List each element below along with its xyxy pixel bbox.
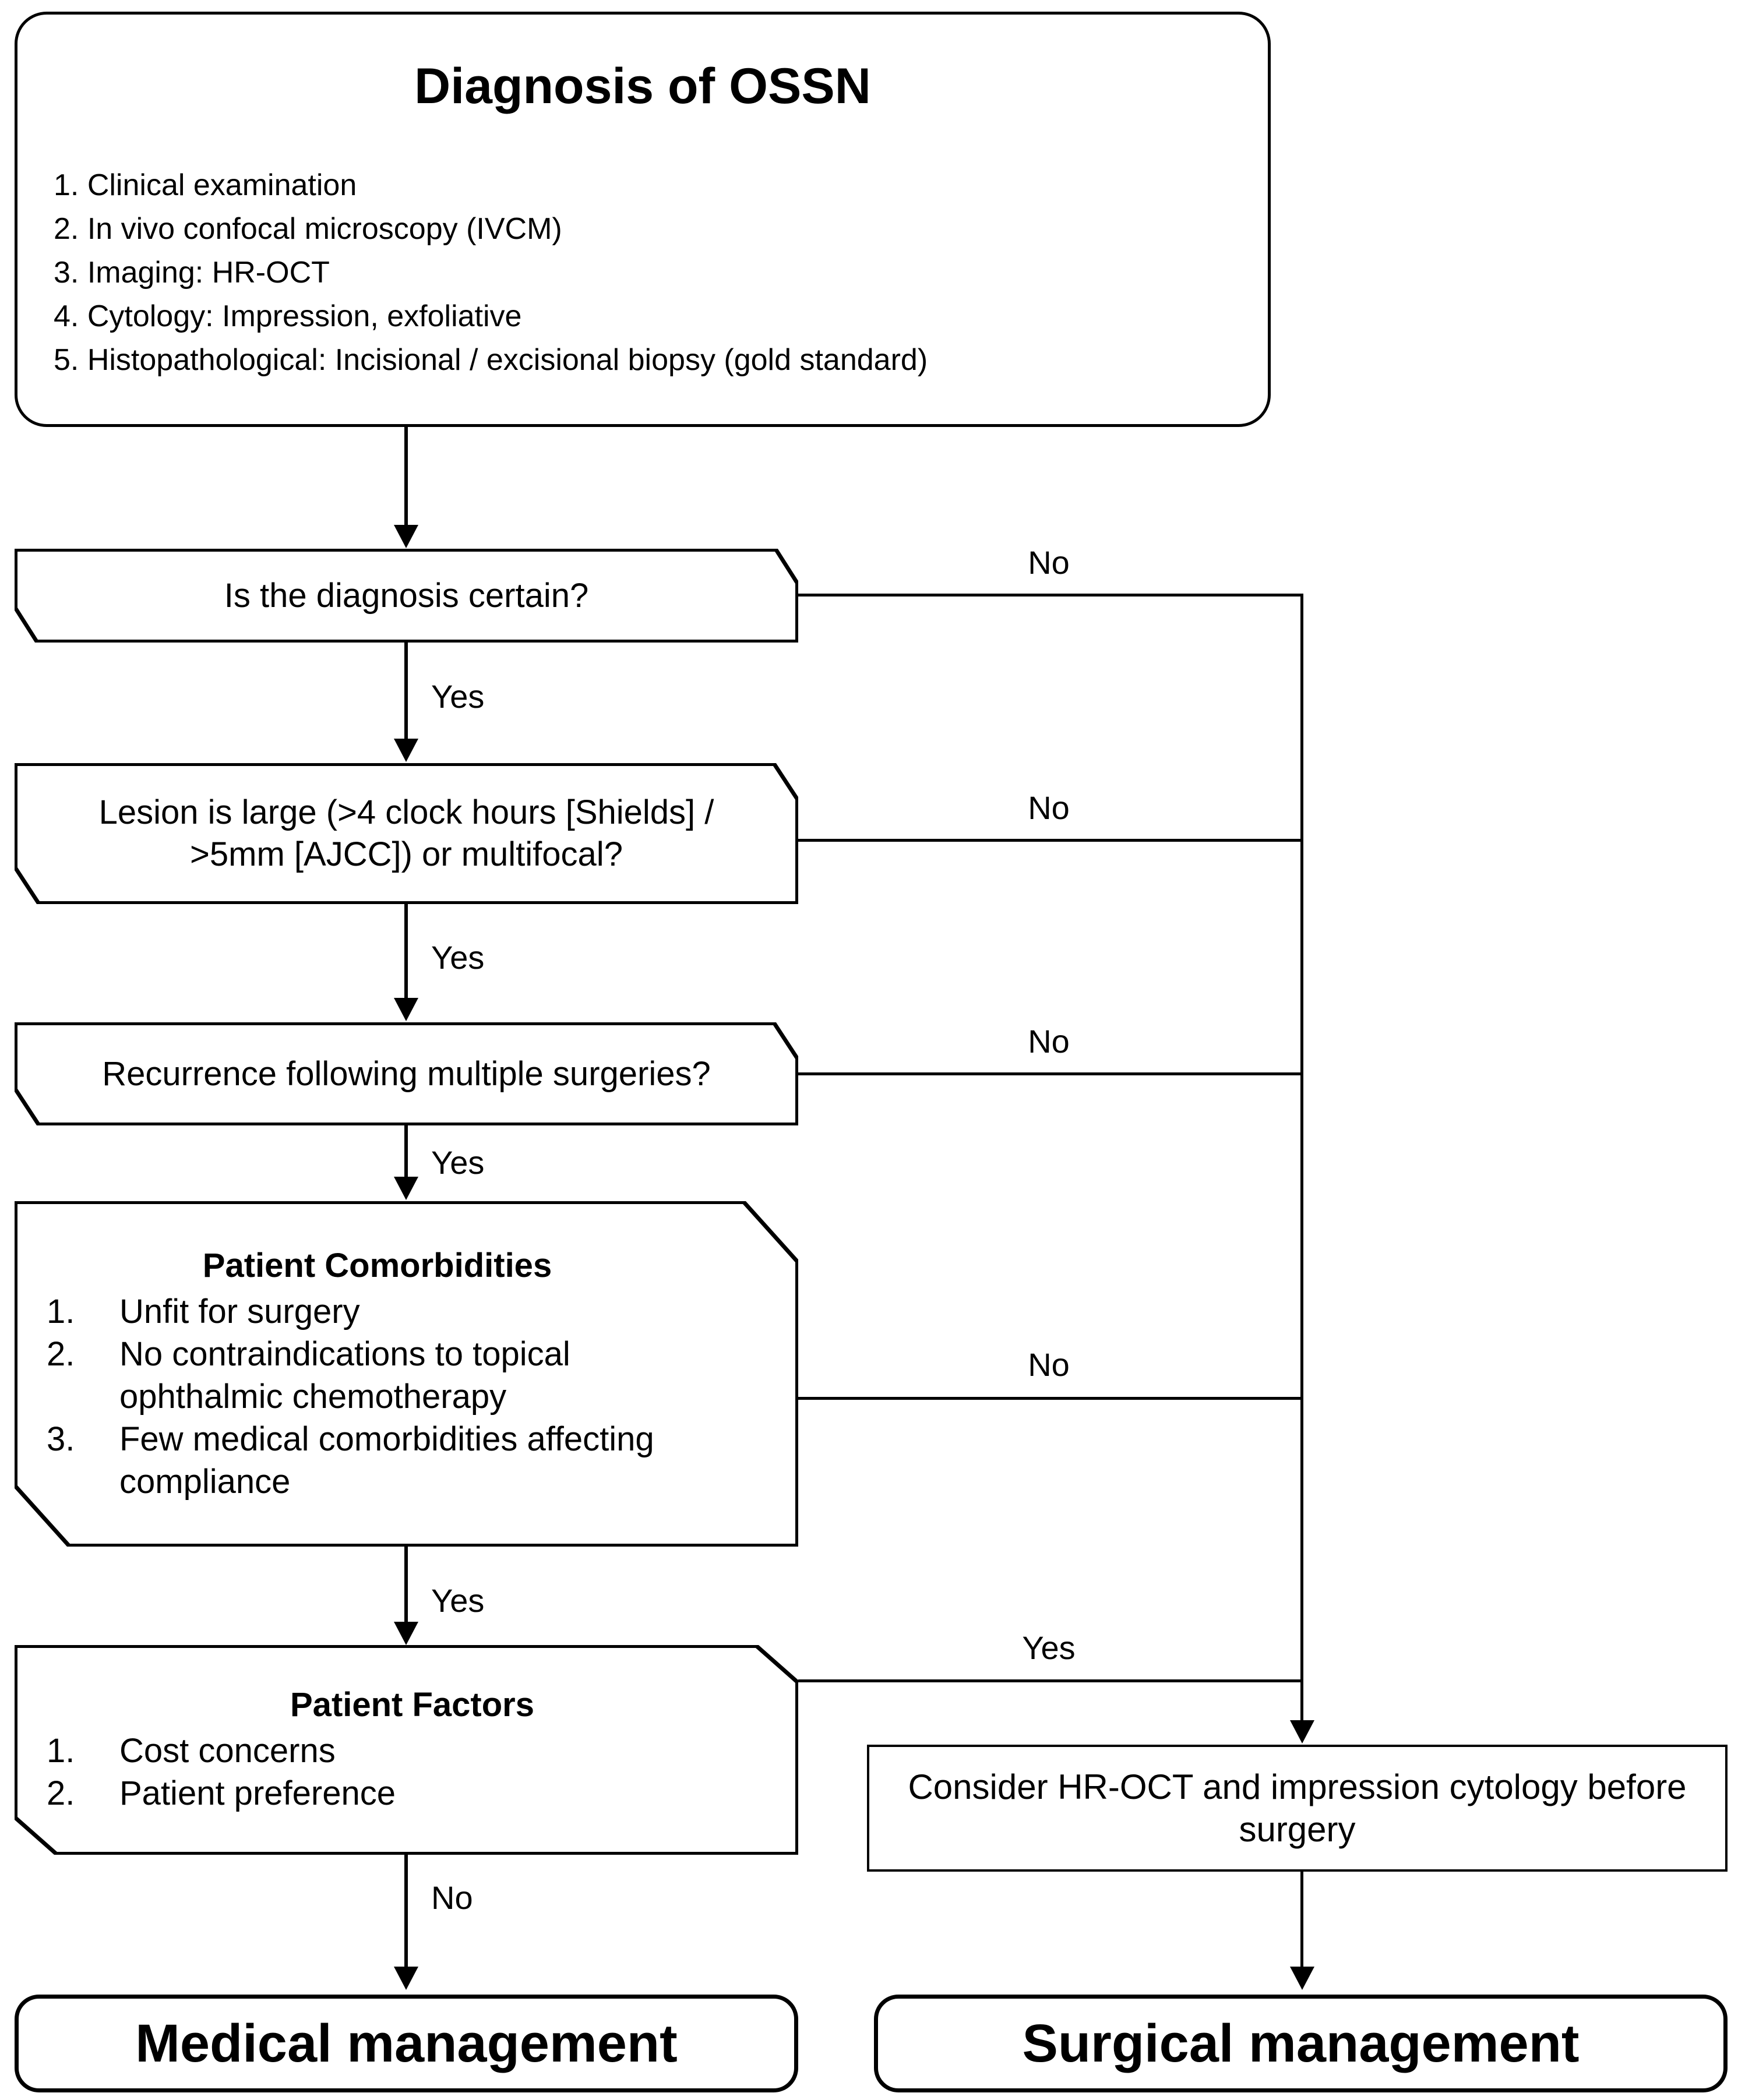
decision-fill (17, 1648, 795, 1852)
edge-certain-yes-line (404, 643, 408, 740)
edge-label-factors-yes: Yes (1022, 1629, 1076, 1666)
decision-fill (17, 1204, 795, 1544)
decision-recurrence: Recurrence following multiple surgeries? (15, 1022, 798, 1125)
comorbidities-list: 1. Unfit for surgery 2. No contraindicat… (47, 1290, 778, 1503)
arrowhead-down-icon (394, 1177, 418, 1200)
decision-fill (17, 766, 795, 901)
list-item-text: No contraindications to topical ophthalm… (119, 1335, 570, 1416)
list-item-number: 3. (47, 1420, 75, 1458)
surgical-management-box: Surgical management (874, 1995, 1728, 2092)
decision-text: Is the diagnosis certain? (224, 576, 589, 615)
diagnosis-box: Diagnosis of OSSN 1. Clinical examinatio… (15, 12, 1271, 427)
edge-label-comorbidities-yes: Yes (431, 1582, 485, 1619)
consider-hroct-box: Consider HR-OCT and impression cytology … (867, 1745, 1728, 1872)
edge-label-large-no: No (1028, 789, 1070, 826)
list-item-number: 2. (47, 1774, 75, 1812)
arrowhead-down-icon (1290, 1720, 1314, 1743)
edge-recurrence-yes-line (404, 1125, 408, 1178)
surgical-management-label: Surgical management (1022, 2013, 1580, 2073)
edge-label-certain-yes: Yes (431, 678, 485, 715)
factors-list: 1. Cost concerns 2. Patient preference (47, 1730, 778, 1815)
edge-label-large-yes: Yes (431, 939, 485, 976)
spine-no-branch-line (1300, 594, 1303, 1723)
decision-text: >5mm [AJCC]) or multifocal? (190, 835, 623, 873)
list-item-text: Patient preference (119, 1774, 396, 1812)
arrowhead-down-icon (1290, 1967, 1314, 1990)
arrowhead-down-icon (394, 525, 418, 548)
comorbidities-title: Patient Comorbidities (202, 1247, 552, 1284)
decision-text: Recurrence following multiple surgeries? (102, 1054, 711, 1093)
edge-large-yes-line (404, 904, 408, 999)
list-item-text: Unfit for surgery (119, 1293, 360, 1330)
diagnosis-list-item: 5. Histopathological: Incisional / excis… (54, 343, 928, 377)
factors-title: Patient Factors (290, 1686, 534, 1724)
arrowhead-down-icon (394, 739, 418, 762)
decision-text: Lesion is large (>4 clock hours [Shields… (98, 793, 714, 831)
diagnosis-title: Diagnosis of OSSN (414, 58, 871, 114)
edge-label-comorbidities-no: No (1028, 1346, 1070, 1383)
list-item-text: Few medical comorbidities affecting comp… (119, 1420, 654, 1501)
consider-text: surgery (1239, 1810, 1356, 1849)
connector-consider-to-surgical (1300, 1872, 1303, 1968)
edge-label-factors-no: No (431, 1879, 473, 1916)
decision-fill (17, 1025, 795, 1123)
list-item-number: 1. (47, 1293, 75, 1330)
diagnosis-list-item: 3. Imaging: HR-OCT (54, 256, 330, 290)
diagnosis-list: 1. Clinical examination 2. In vivo confo… (54, 164, 1250, 382)
medical-management-label: Medical management (135, 2013, 678, 2073)
list-item-number: 2. (47, 1335, 75, 1373)
factors-box: Patient Factors 1. Cost concerns 2. Pati… (15, 1645, 798, 1855)
decision-lesion-large: Lesion is large (>4 clock hours [Shields… (15, 763, 798, 904)
diagnosis-list-item: 2. In vivo confocal microscopy (IVCM) (54, 212, 562, 246)
decision-fill (17, 552, 795, 640)
edge-factors-yes-line (798, 1679, 1302, 1682)
comorbidities-box: Patient Comorbidities 1. Unfit for surge… (15, 1201, 798, 1547)
edge-label-recurrence-yes: Yes (431, 1144, 485, 1181)
edge-recurrence-no-line (798, 1072, 1302, 1075)
connector-diagnosis-to-certain (404, 427, 408, 526)
arrowhead-down-icon (394, 1622, 418, 1645)
list-item-text: Cost concerns (119, 1732, 336, 1770)
edge-factors-no-line (404, 1855, 408, 1968)
consider-text: Consider HR-OCT and impression cytology … (908, 1767, 1687, 1806)
edge-label-certain-no: No (1028, 544, 1070, 581)
arrowhead-down-icon (394, 998, 418, 1021)
edge-comorbidities-no-line (798, 1397, 1302, 1400)
edge-certain-no-line (798, 594, 1302, 597)
diagnosis-list-item: 1. Clinical examination (54, 168, 357, 202)
edge-large-no-line (798, 839, 1302, 842)
decision-diagnosis-certain: Is the diagnosis certain? (15, 549, 798, 643)
edge-comorbidities-yes-line (404, 1547, 408, 1623)
list-item-number: 1. (47, 1732, 75, 1770)
arrowhead-down-icon (394, 1967, 418, 1990)
medical-management-box: Medical management (15, 1995, 798, 2092)
edge-label-recurrence-no: No (1028, 1023, 1070, 1060)
diagnosis-list-item: 4. Cytology: Impression, exfoliative (54, 299, 522, 333)
